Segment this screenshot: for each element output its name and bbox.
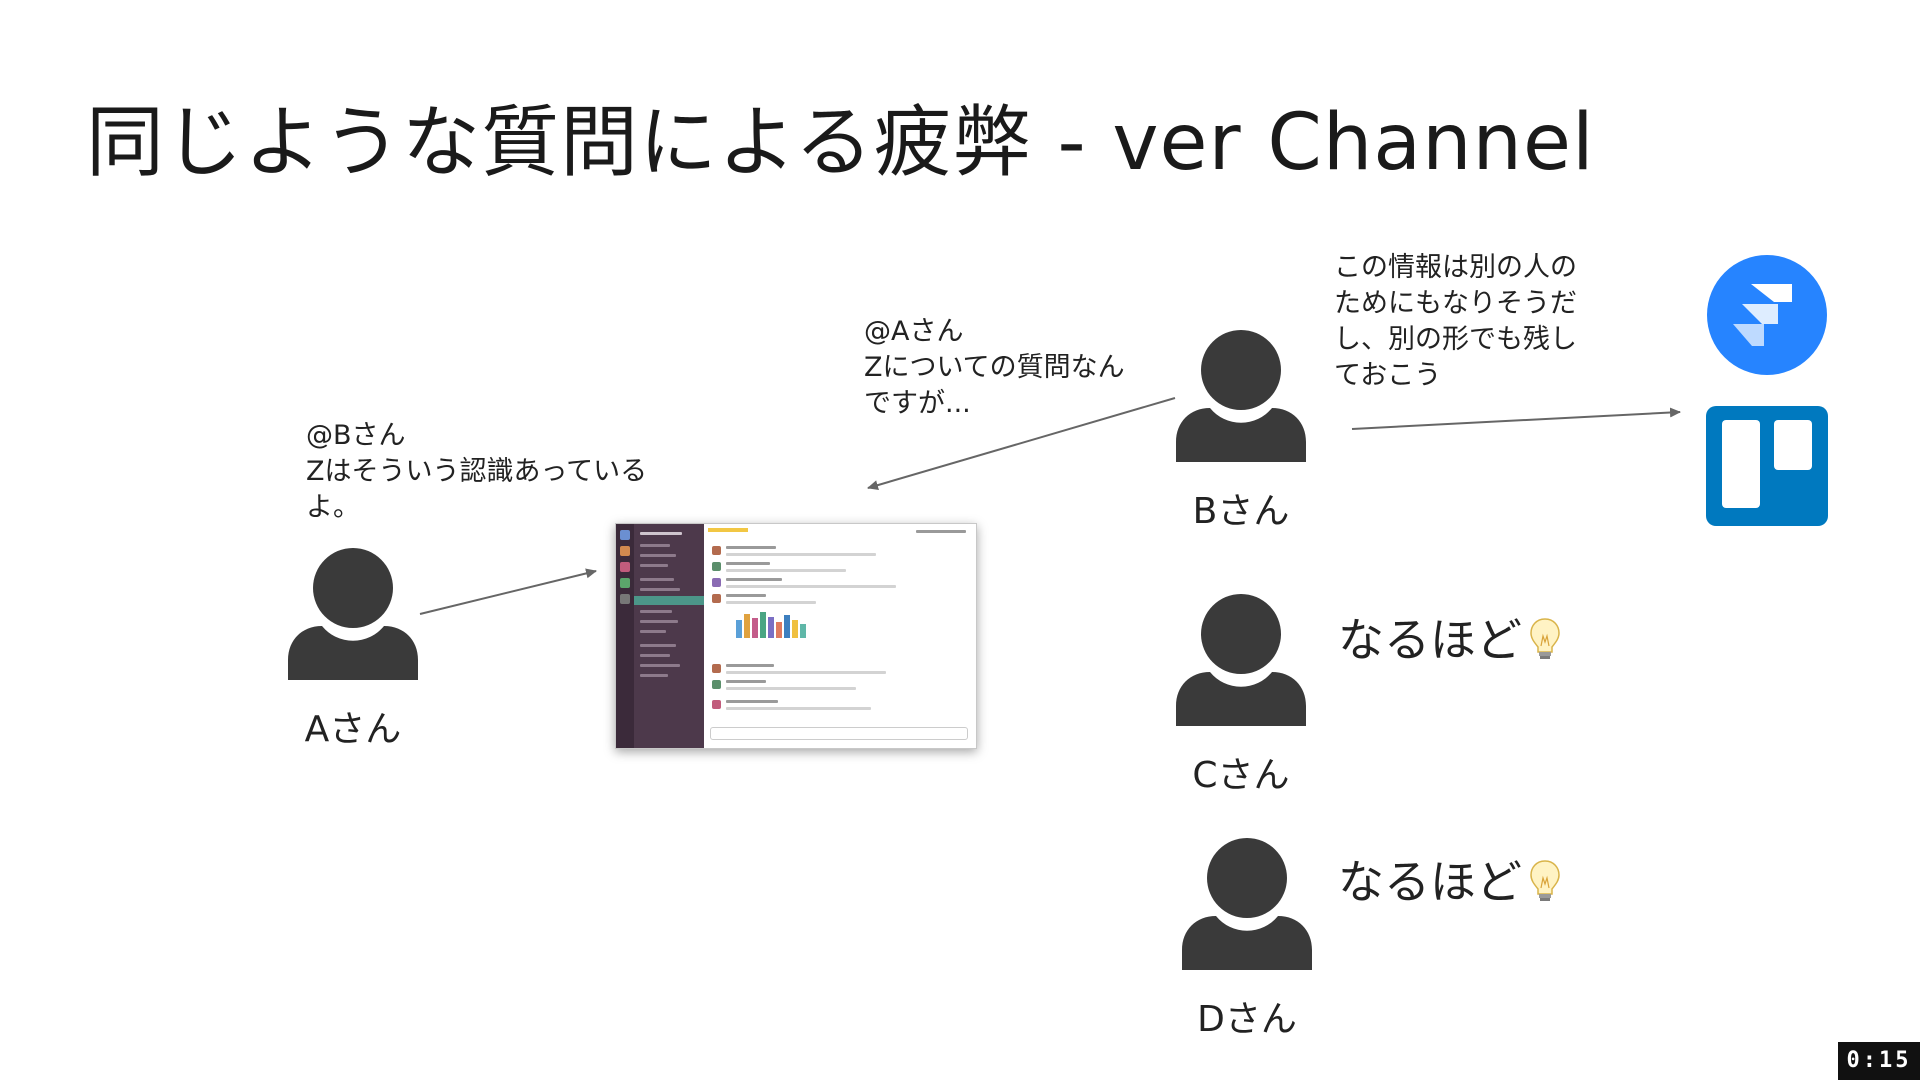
message-b-to-channel: @Aさん Zについての質問なん ですが... (864, 316, 1125, 419)
reaction-d: なるほど (1338, 846, 1562, 912)
reaction-d-text: なるほど (1338, 855, 1522, 909)
person-b-icon (1176, 330, 1306, 462)
person-d-icon (1182, 838, 1312, 970)
message-a-to-channel: @Bさん Zはそういう認識あっている よ。 (306, 420, 648, 523)
slide-title: 同じような質問による疲弊 - ver Channel (86, 98, 1595, 188)
slack-sidebar (616, 524, 704, 748)
arrow-a-to-channel (419, 568, 597, 615)
message-b-thought: この情報は別の人の ためにもなりそうだ し、別の形でも残し ておこう (1334, 252, 1577, 391)
person-a-name: Aさん (304, 709, 402, 750)
slack-illustration (736, 612, 806, 638)
slack-workspace-rail (616, 524, 634, 748)
person-d-name: Dさん (1197, 999, 1297, 1040)
slack-channel-screenshot (615, 523, 977, 749)
person-c-icon (1176, 594, 1306, 726)
reaction-c: なるほど (1338, 604, 1562, 670)
person-a-icon (288, 548, 418, 680)
lightbulb-icon (1528, 858, 1562, 904)
arrow-b-to-tools (1351, 407, 1681, 430)
trello-logo (1706, 406, 1828, 526)
person-c-name: Cさん (1192, 755, 1290, 796)
person-b-name: Bさん (1192, 491, 1290, 532)
video-timestamp: 0:15 (1838, 1042, 1920, 1080)
slack-message-input (710, 727, 968, 740)
reaction-c-text: なるほど (1338, 613, 1522, 667)
lightbulb-icon (1528, 616, 1562, 662)
jira-logo (1706, 254, 1828, 376)
